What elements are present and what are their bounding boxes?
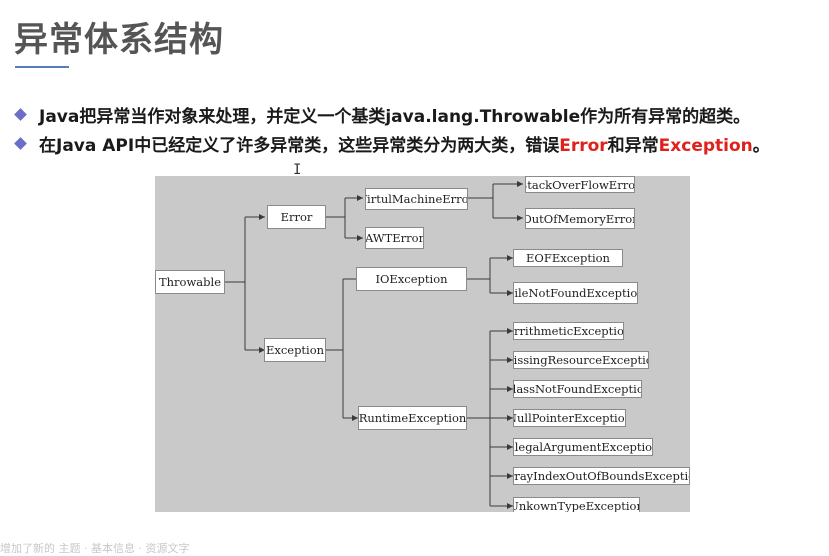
node-error: Error: [267, 205, 326, 229]
exception-hierarchy-diagram: Throwable Error Exception VirtulMachineE…: [155, 176, 690, 512]
diamond-bullet-icon: [14, 137, 27, 150]
bullet-text-exception-keyword: Exception: [658, 136, 753, 156]
title-underline: [15, 66, 69, 68]
node-missing-resource-exception: MissingResourceException: [513, 351, 649, 369]
node-null-pointer-exception: NullPointerException: [513, 409, 626, 427]
node-eof-exception: EOFException: [513, 249, 623, 267]
node-io-exception: IOException: [356, 267, 467, 291]
bullet-text-part: Java把异常当作对象来处理，并定义一个基类java.lang.Throwabl…: [39, 107, 751, 127]
node-awt-error: AWTError: [365, 227, 424, 249]
hierarchy-connectors: [225, 181, 523, 509]
bullet-text: 在Java API中已经定义了许多异常类，这些异常类分为两大类，错误Error和…: [39, 131, 770, 156]
bullet-text-part: 在Java API中已经定义了许多异常类，这些异常类分为两大类，错误: [39, 136, 560, 156]
bullet-item-1: Java把异常当作对象来处理，并定义一个基类java.lang.Throwabl…: [14, 102, 750, 127]
bullet-text: Java把异常当作对象来处理，并定义一个基类java.lang.Throwabl…: [39, 102, 750, 127]
node-array-index-out-of-bounds-exception: ArrayIndexOutOfBoundsException: [513, 467, 690, 485]
slide-title: 异常体系结构: [14, 20, 224, 60]
node-virtual-machine-error: VirtulMachineError: [365, 188, 468, 210]
node-unkown-type-exception: UnkownTypeException: [513, 497, 640, 512]
node-illegal-argument-exception: IllegalArgumentException: [513, 438, 653, 456]
bullet-text-part: 和异常: [607, 136, 659, 156]
bullet-item-2: 在Java API中已经定义了许多异常类，这些异常类分为两大类，错误Error和…: [14, 131, 770, 156]
node-exception: Exception: [264, 338, 326, 362]
node-out-of-memory-error: OutOfMemoryError: [525, 208, 635, 229]
node-throwable: Throwable: [155, 270, 225, 294]
bullet-text-part: 。: [752, 136, 770, 156]
node-stack-overflow-error: StackOverFlowError: [525, 176, 635, 193]
node-file-not-found-exception: FileNotFoundException: [513, 282, 638, 304]
diamond-bullet-icon: [14, 108, 27, 121]
node-arithmetic-exception: ArrithmeticException: [513, 322, 624, 340]
footer-watermark-text: 增加了新的 主题 · 基本信息 · 资源文字: [0, 542, 190, 555]
node-class-not-found-exception: ClassNotFoundException: [513, 380, 642, 398]
text-cursor-icon: I: [293, 162, 302, 178]
bullet-text-error-keyword: Error: [559, 136, 608, 156]
node-runtime-exception: RuntimeException: [358, 406, 467, 430]
